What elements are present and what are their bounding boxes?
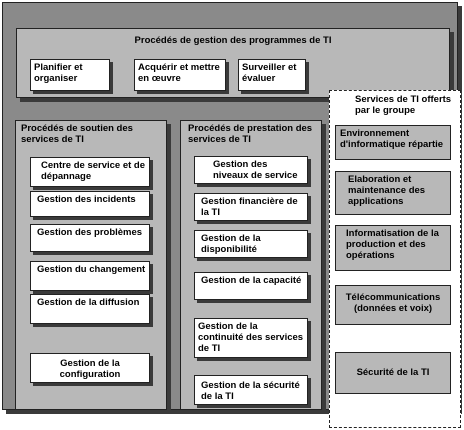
middle-box-financiere: Gestion financière de la TI (194, 193, 308, 221)
left-panel-title: Procédés de soutien des services de TI (21, 123, 133, 145)
service-box-production: Informatisation de la production et des … (335, 225, 451, 271)
service-box-applications: Elaboration et maintenance des applicati… (335, 171, 451, 215)
left-box-incidents: Gestion des incidents (30, 191, 150, 217)
left-box-changement: Gestion du changement (30, 261, 150, 291)
left-box-configuration: Gestion de la configuration (30, 353, 150, 383)
middle-panel-title: Procédés de prestation des services de T… (188, 123, 313, 145)
middle-box-niveaux-service: Gestion des niveaux de service (194, 156, 308, 184)
top-box-planifier: Planifier et organiser (30, 59, 110, 91)
left-box-centre-service: Centre de service et de dépannage (30, 157, 150, 187)
left-box-diffusion: Gestion de la diffusion (30, 294, 150, 324)
middle-box-disponibilite: Gestion de la disponibilité (194, 230, 308, 258)
top-box-surveiller: Surveiller et évaluer (238, 59, 306, 91)
service-box-telecommunications: Télécommunications (données et voix) (335, 285, 451, 325)
service-box-securite: Sécurité de la TI (335, 352, 451, 394)
middle-box-continuite: Gestion de la continuité des services de… (194, 318, 308, 358)
middle-box-capacite: Gestion de la capacité (194, 272, 308, 300)
services-panel-title: Services de TI offerts par le groupe (355, 94, 452, 116)
service-box-informatique-repartie: Environnement d'informatique répartie (335, 125, 451, 160)
top-panel-title: Procédés de gestion des programmes de TI (134, 35, 332, 46)
middle-box-securite: Gestion de la sécurité de la TI (194, 375, 308, 405)
top-box-acquerir: Acquérir et mettre en œuvre (134, 59, 226, 91)
left-box-problemes: Gestion des problèmes (30, 224, 150, 252)
